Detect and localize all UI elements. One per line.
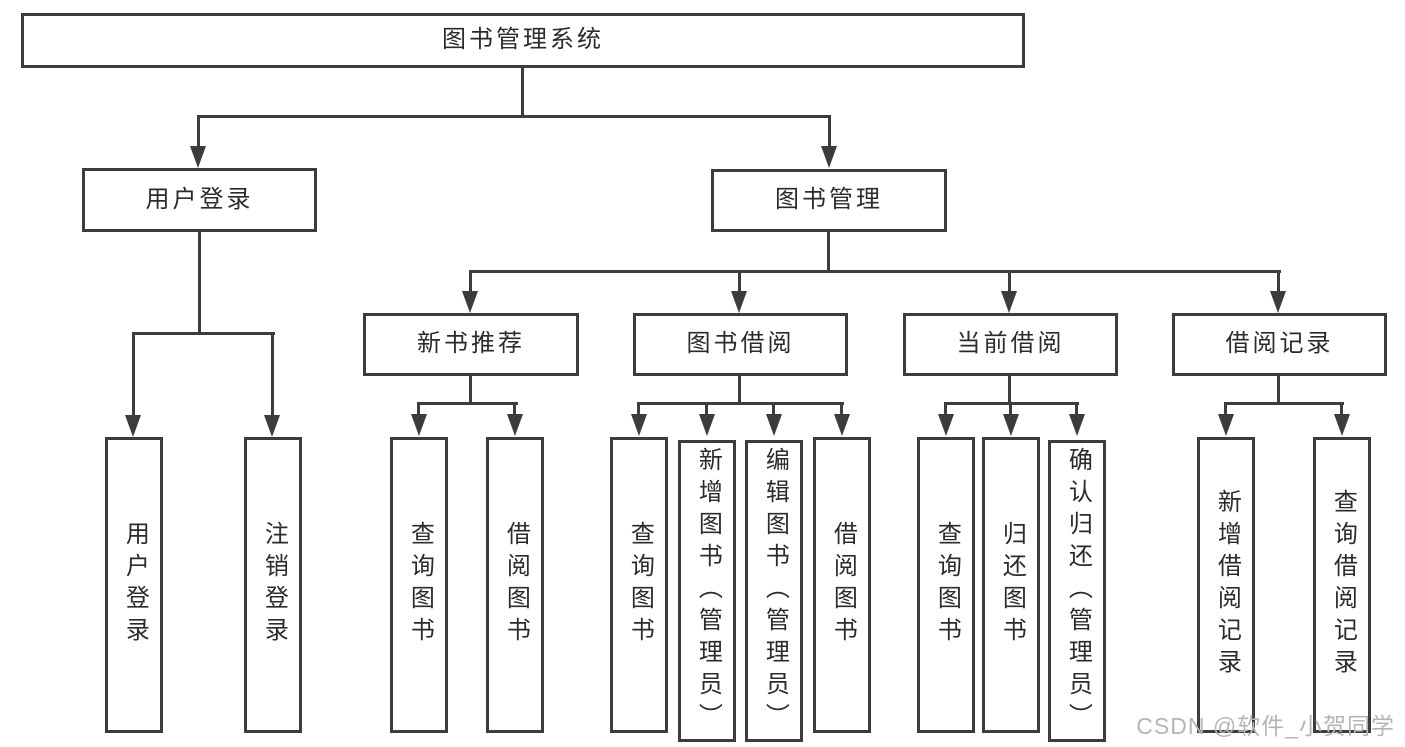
node-borrow-records: 借阅记录 [1172,313,1387,376]
leaf-logout: 注销登录 [244,437,302,733]
connector-line [840,402,843,415]
leaf-borrow-books-recommend: 借阅图书 [486,437,544,733]
node-label: 用户登录 [145,185,254,213]
connector-line [1277,376,1280,405]
connector-line [738,270,741,293]
arrowhead [264,415,280,437]
connector-line [944,402,947,415]
leaf-borrow-books: 借阅图书 [813,437,871,733]
connector-line [417,402,420,415]
connector-line [469,270,472,293]
connector-line [198,232,201,335]
node-label: 借阅图书 [829,521,857,649]
node-label: 查询图书 [933,521,961,649]
connector-line [469,270,1281,273]
leaf-add-books-admin: 新增图书（管理员） [678,440,736,742]
node-label: 当前借阅 [956,330,1065,358]
arrowhead [507,414,523,436]
connector-line [197,115,831,118]
leaf-user-login: 用户登录 [105,437,163,733]
connector-line [417,402,518,405]
connector-line [1008,376,1011,405]
node-label: 确认归还（管理员） [1064,447,1092,735]
node-root: 图书管理系统 [21,13,1025,68]
leaf-query-borrow-record: 查询借阅记录 [1313,437,1371,733]
node-label: 注销登录 [260,521,288,649]
arrowhead [462,291,478,313]
leaf-query-books-current: 查询图书 [917,437,975,733]
leaf-return-books: 归还图书 [982,437,1040,733]
connector-line [738,376,741,405]
watermark-text: CSDN @软件_小贺同学 [1136,713,1395,739]
connector-line [705,402,708,415]
connector-line [828,115,831,148]
arrowhead [1003,414,1019,436]
connector-line [513,402,516,415]
connector-line [132,332,135,416]
arrowhead [190,146,206,168]
node-label: 查询图书 [406,521,434,649]
node-label: 编辑图书（管理员） [761,447,789,735]
connector-line [132,332,275,335]
arrowhead [1218,414,1234,436]
connector-line [1224,402,1227,415]
node-label: 借阅图书 [502,521,530,649]
leaf-confirm-return-admin: 确认归还（管理员） [1048,440,1106,742]
arrowhead [821,146,837,168]
node-label: 归还图书 [998,521,1026,649]
arrowhead [1069,414,1085,436]
connector-line [827,232,830,273]
connector-line [1224,402,1344,405]
connector-line [1277,270,1280,293]
arrowhead [766,414,782,436]
node-label: 图书管理系统 [442,26,604,54]
arrowhead [411,414,427,436]
leaf-query-books-borrow: 查询图书 [610,437,668,733]
leaf-query-books-recommend: 查询图书 [390,437,448,733]
node-label: 新增图书（管理员） [694,447,722,735]
arrowhead [699,414,715,436]
connector-line [637,402,640,415]
node-label: 用户登录 [121,521,149,649]
connector-line [469,376,472,405]
connector-line [197,115,200,148]
arrowhead [1334,414,1350,436]
arrowhead [834,414,850,436]
node-new-book-recommend: 新书推荐 [363,313,579,376]
connector-line [637,402,844,405]
leaf-edit-books-admin: 编辑图书（管理员） [745,440,803,742]
arrowhead [631,414,647,436]
node-label: 图书借阅 [686,330,795,358]
arrowhead [731,291,747,313]
node-book-management: 图书管理 [711,169,947,232]
node-user-login: 用户登录 [82,168,317,232]
arrowhead [1001,291,1017,313]
connector-line [1008,270,1011,293]
arrowhead [125,415,141,437]
connector-line [772,402,775,415]
node-label: 图书管理 [775,186,883,214]
node-current-borrow: 当前借阅 [903,313,1118,376]
node-label: 新增借阅记录 [1213,489,1241,681]
connector-line [1340,402,1343,415]
node-label: 新书推荐 [417,330,525,358]
node-label: 借阅记录 [1225,330,1334,358]
connector-line [271,332,274,416]
node-label: 查询图书 [626,521,654,649]
connector-line [1075,402,1078,415]
node-label: 查询借阅记录 [1329,489,1357,681]
arrowhead [938,414,954,436]
connector-line [1009,402,1012,415]
leaf-add-borrow-record: 新增借阅记录 [1197,437,1255,733]
connector-line [521,68,524,118]
arrowhead [1270,291,1286,313]
node-book-borrow: 图书借阅 [633,313,848,376]
